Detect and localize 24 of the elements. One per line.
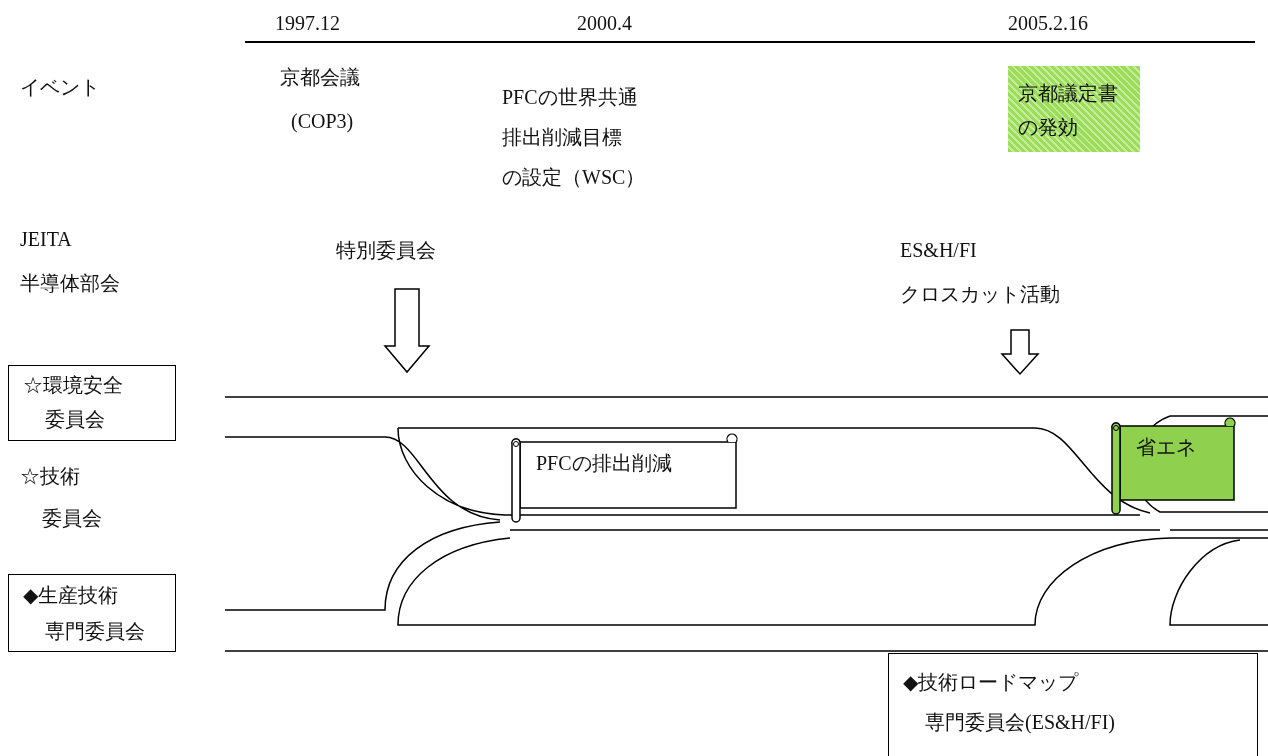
committee-box: ◆生産技術専門委員会 <box>8 574 176 652</box>
scroll-banner <box>1111 417 1236 515</box>
highlight-box: 京都議定書の発効 <box>1008 66 1140 152</box>
date-label: 1997.12 <box>275 11 340 36</box>
text-label: ☆技術委員会 <box>20 464 102 531</box>
date-label: 2005.2.16 <box>1008 11 1088 36</box>
text-label: (COP3) <box>291 109 354 134</box>
banner-text: PFCの排出削減 <box>536 451 672 476</box>
text-label: 排出削減目標 <box>502 125 622 150</box>
text-label: JEITA <box>20 227 72 252</box>
hollow-arrow <box>383 288 431 374</box>
committee-box: ☆環境安全委員会 <box>8 365 176 441</box>
text-label: の設定（WSC） <box>502 165 646 190</box>
text-label: 半導体部会 <box>20 271 120 296</box>
scroll-banner <box>511 433 738 523</box>
text-label: 京都会議 <box>280 65 360 90</box>
hollow-arrow <box>1000 329 1040 376</box>
group-label: 特別委員会 <box>336 228 448 272</box>
text-label: イベント <box>20 75 100 100</box>
group-label: ES&H/FI クロスカット活動 <box>900 228 1080 316</box>
committee-box: ◆技術ロードマップ専門委員会(ES&H/FI) <box>888 653 1258 756</box>
date-label: 2000.4 <box>577 11 632 36</box>
text-label: PFCの世界共通 <box>502 85 638 110</box>
banner-text: 省エネ <box>1136 435 1196 460</box>
